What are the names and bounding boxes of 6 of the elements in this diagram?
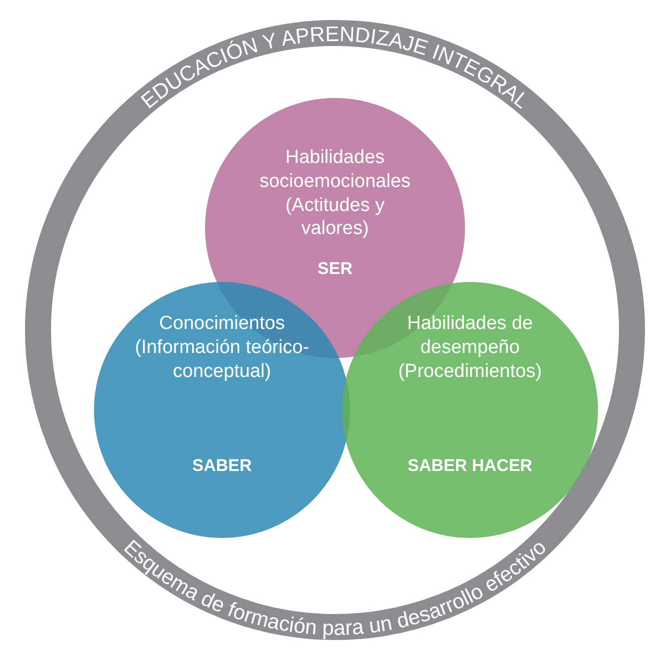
circle-keyword: SABER xyxy=(191,455,253,476)
circle-keyword: SER xyxy=(316,258,354,280)
circle-keyword: SABER HACER xyxy=(406,455,534,476)
circle-description: Habilidades de desempeño (Procedimientos) xyxy=(397,312,543,384)
circle-description: Habilidades socioemocionales (Actitudes y valores) xyxy=(258,146,412,241)
circle-description: Conocimientos (Información teórico-conceptual) xyxy=(134,312,310,384)
